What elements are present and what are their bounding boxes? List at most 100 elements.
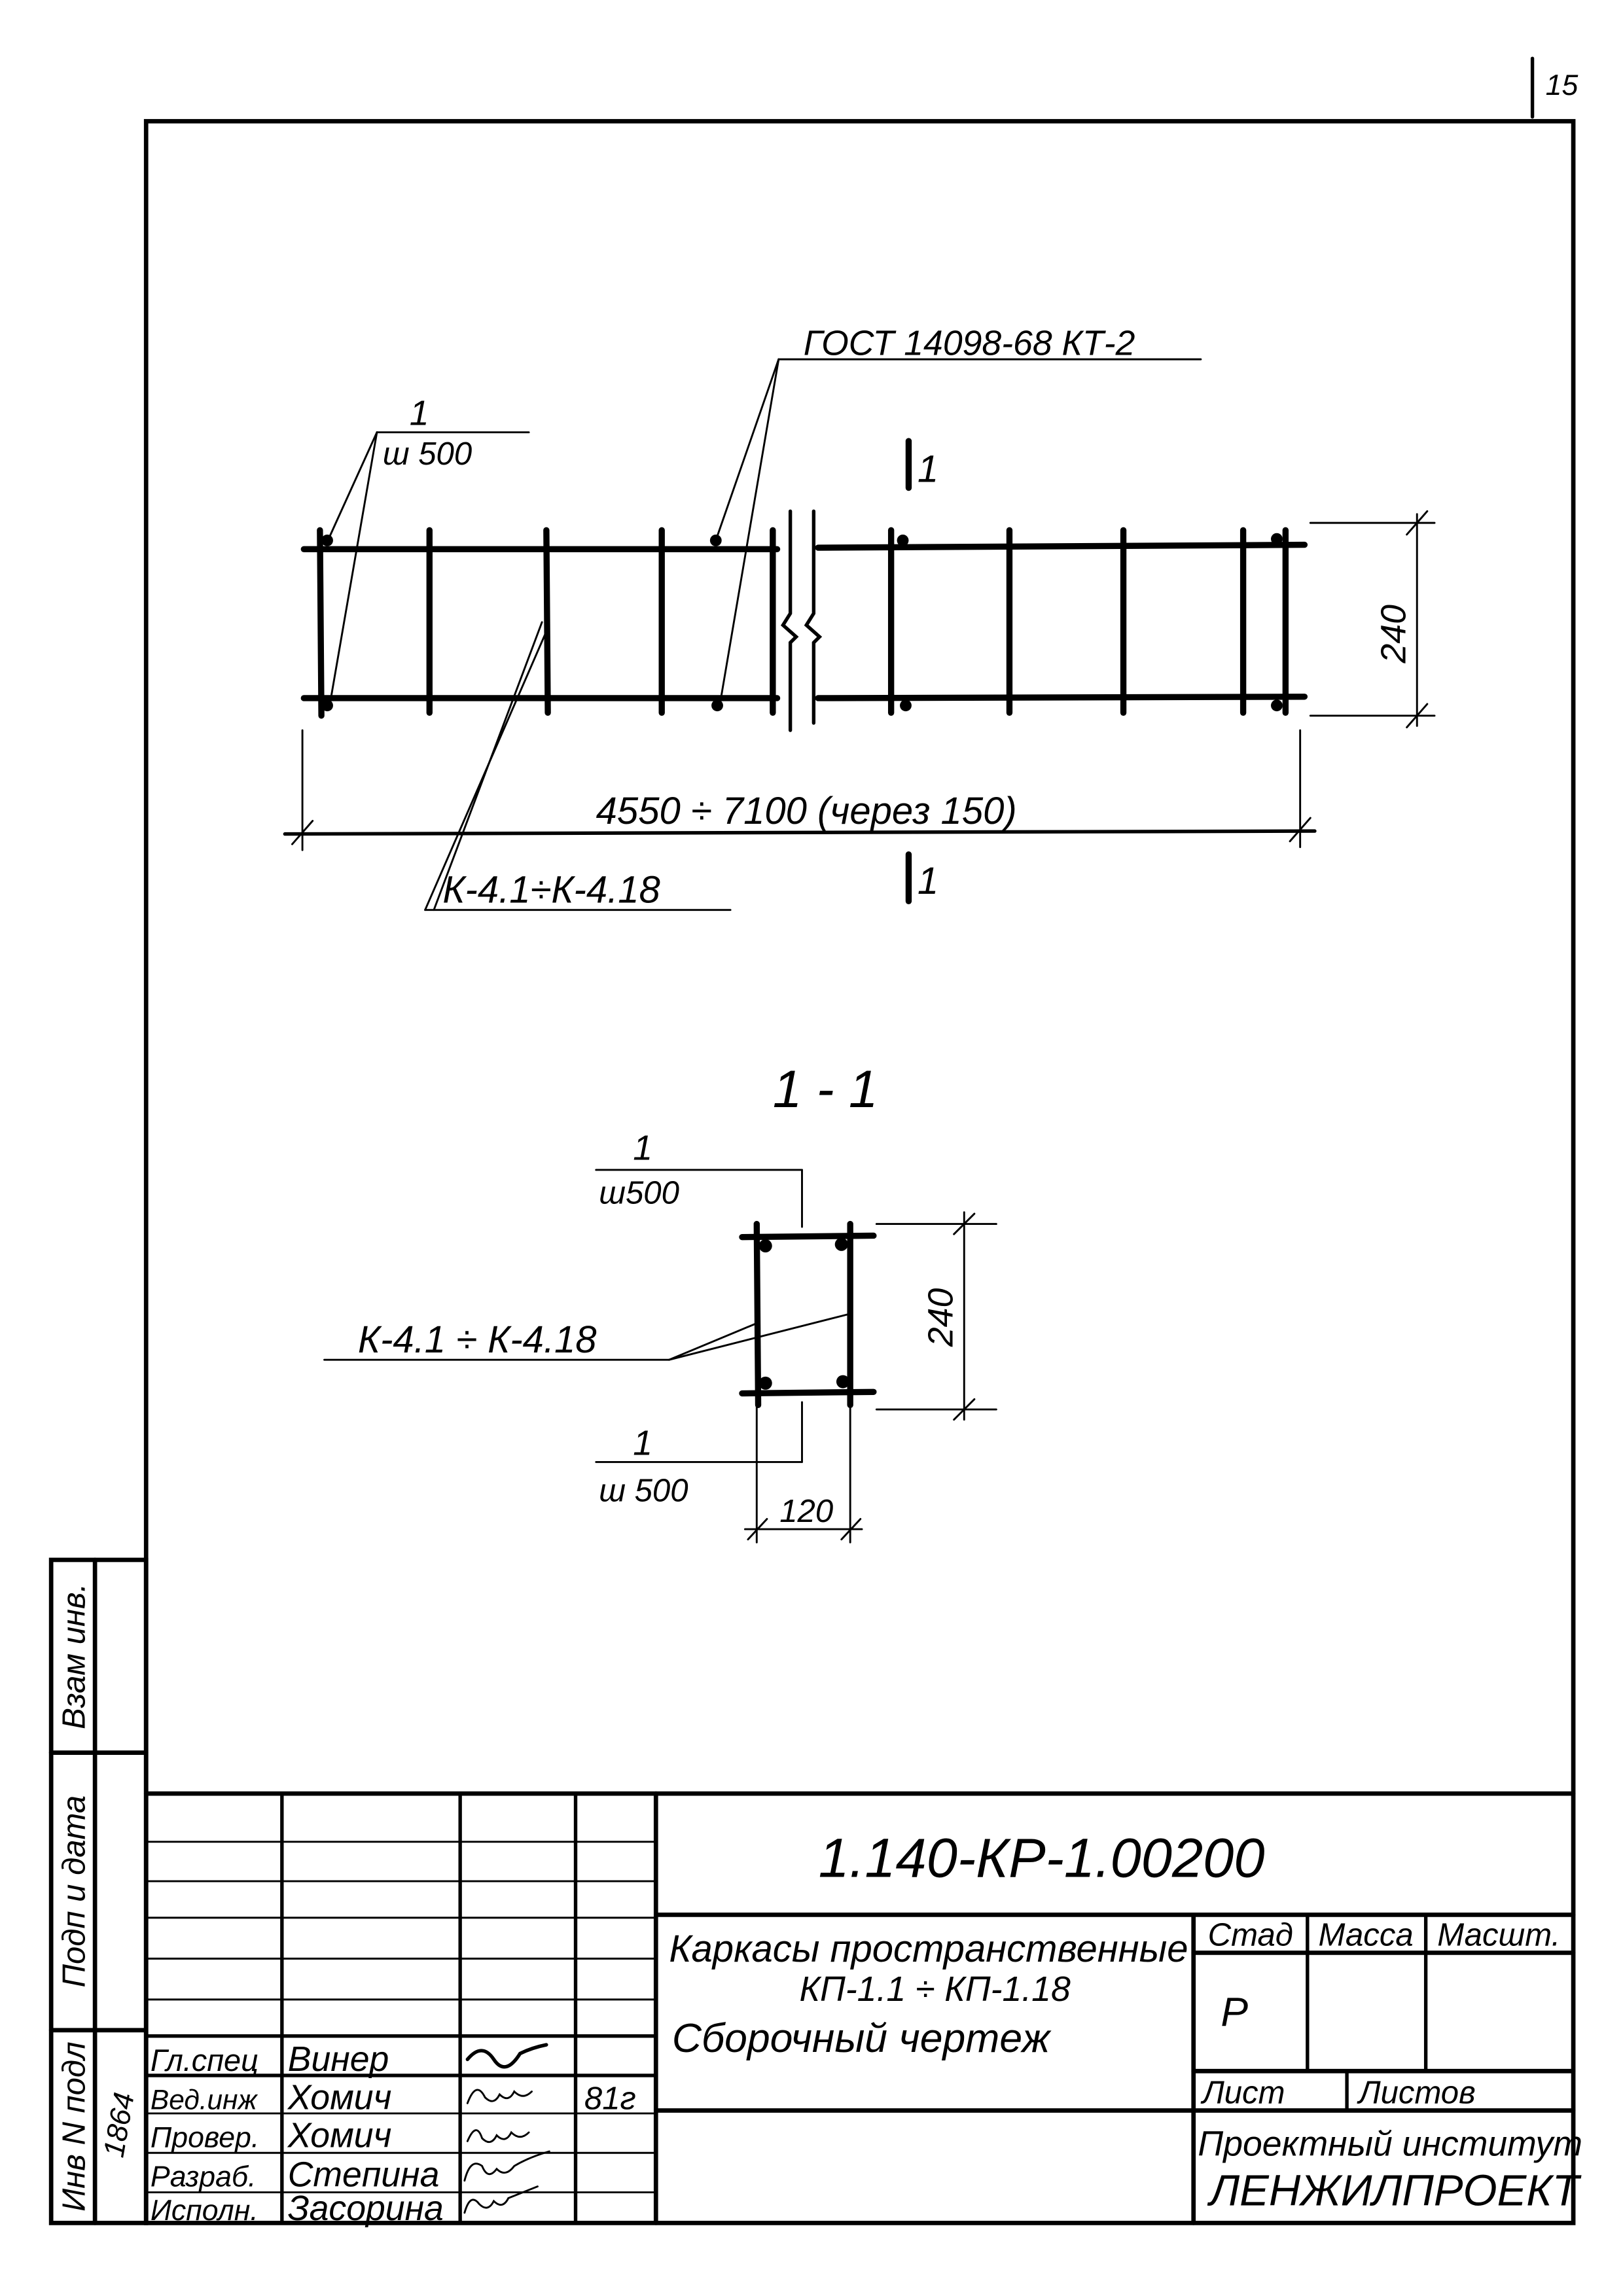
- weld-note: ГОСТ 14098-68 КТ-2: [804, 324, 1135, 362]
- signature: [466, 2129, 530, 2144]
- page-number: 15: [1546, 69, 1578, 101]
- signature: [463, 2150, 550, 2182]
- staff-row: Провер. Хомич: [151, 2116, 530, 2155]
- section-title: 1 - 1: [773, 1060, 878, 1119]
- title-block: Гл.спец Винер Вед.инж Хомич 81г Провер. …: [143, 1791, 1582, 2228]
- signature: [466, 2089, 533, 2104]
- staff-role: Гл.спец: [151, 2043, 259, 2077]
- section-frames-label: К-4.1 ÷ К-4.18: [358, 1318, 597, 1361]
- section-bar-spec-bottom: ш 500: [599, 1474, 688, 1509]
- dimension-tick: [1406, 703, 1429, 729]
- staff-name: Засорина: [288, 2189, 444, 2228]
- dimension-line: [283, 829, 1317, 836]
- side-stamp: Взам инв. Подп и дата Инв N подл 1864: [48, 1557, 149, 2225]
- organization-line1: Проектный институт: [1198, 2125, 1582, 2164]
- signature: [463, 2185, 539, 2214]
- section-mark-top: 1: [918, 448, 938, 491]
- bar-dot: [758, 1376, 772, 1390]
- dimension-tick: [1289, 817, 1311, 843]
- organization-line2: ЛЕНЖИЛПРОЕКТ: [1207, 2166, 1581, 2216]
- leader-line: [329, 431, 378, 704]
- original-inv-label: Инв N подл: [56, 2041, 92, 2212]
- section-bar-mark-top: 1: [633, 1129, 652, 1167]
- document-designation: 1.140-КР-1.00200: [819, 1826, 1265, 1888]
- leader-line: [668, 1322, 758, 1361]
- weld-points: [321, 533, 1283, 712]
- section-bars: [758, 1237, 850, 1390]
- section-bar-spec-top: ш500: [599, 1175, 679, 1210]
- stage-value: Р: [1221, 1989, 1248, 2035]
- replacement-inv-label: Взам инв.: [56, 1583, 92, 1729]
- bottom-longitudinal-bar-right: [815, 694, 1308, 701]
- dimension-tick: [953, 1398, 976, 1421]
- section-height-dimension: 240: [921, 1288, 960, 1348]
- bar-dot: [834, 1237, 848, 1251]
- leader-line: [433, 621, 543, 911]
- bar-mark-top: 1: [410, 395, 429, 433]
- section-mark-bottom: 1: [918, 860, 938, 902]
- leader-line: [668, 1313, 849, 1361]
- transverse-bar: [317, 527, 325, 719]
- break-line: [804, 509, 823, 725]
- section-bar-mark-bottom: 1: [633, 1424, 652, 1462]
- drawing-name-line2: КП-1.1 ÷ КП-1.18: [799, 1970, 1071, 2009]
- weld-point: [321, 699, 333, 712]
- section-width-dimension: 120: [779, 1494, 833, 1529]
- page-number-area: 15: [1530, 56, 1578, 119]
- staff-name: Хомич: [287, 2078, 392, 2117]
- weld-point: [900, 699, 912, 712]
- dimension-tick: [747, 1518, 768, 1541]
- transverse-bars: [317, 527, 1289, 719]
- main-view: 240 4550 ÷ 7100 (через 150) ГОСТ 14098-6…: [283, 324, 1436, 911]
- staff-row: Исполн. Засорина: [151, 2185, 539, 2228]
- height-dimension-text: 240: [1374, 605, 1413, 664]
- weld-point: [1271, 533, 1283, 545]
- staff-name: Хомич: [287, 2116, 392, 2155]
- staff-role: Вед.инж: [151, 2084, 259, 2115]
- original-inv-value: 1864: [98, 2090, 140, 2159]
- drawing-name-line1: Каркасы пространственные: [669, 1928, 1188, 1970]
- bar-dot: [758, 1239, 772, 1253]
- staff-name: Винер: [288, 2040, 389, 2079]
- weld-point: [711, 699, 723, 712]
- leader-line: [715, 358, 780, 542]
- length-dimension-text: 4550 ÷ 7100 (через 150): [596, 790, 1017, 832]
- leader-line: [719, 358, 780, 704]
- weld-point: [897, 534, 909, 546]
- stage-header: Стад: [1208, 1917, 1293, 1952]
- dimension-tick: [1406, 510, 1429, 536]
- left-stirrup: [753, 1220, 762, 1409]
- weld-point: [1271, 699, 1283, 712]
- staff-role: Провер.: [151, 2121, 259, 2153]
- sheet-label: Лист: [1200, 2075, 1285, 2110]
- mass-header: Масса: [1319, 1917, 1414, 1952]
- staff-row: Разраб. Степина: [151, 2150, 550, 2195]
- dimension-tick: [953, 1212, 976, 1235]
- leader-line: [326, 431, 378, 543]
- transverse-bar: [543, 527, 551, 716]
- scale-header: Масшт.: [1437, 1917, 1560, 1952]
- dimension-tick: [840, 1518, 862, 1541]
- frames-label: К-4.1÷К-4.18: [442, 868, 660, 911]
- dimension-tick: [291, 820, 314, 845]
- staff-row: Вед.инж Хомич 81г: [151, 2078, 636, 2117]
- staff-date: 81г: [584, 2081, 636, 2116]
- staff-role: Исполн.: [151, 2195, 259, 2227]
- drawing-name-line3: Сборочный чертеж: [672, 2015, 1052, 2061]
- signature-date-label: Подп и дата: [56, 1795, 92, 1988]
- section-view: 1 - 1 240 120 1 ш500 1 ш 500: [323, 1060, 997, 1544]
- staff-name: Степина: [288, 2156, 440, 2195]
- top-bar: [739, 1232, 877, 1241]
- staff-row: Гл.спец Винер: [151, 2040, 548, 2079]
- side-stamp-border: [48, 1557, 149, 2225]
- bottom-bar: [739, 1388, 877, 1397]
- left-grid-rows: [144, 1841, 658, 2193]
- break-line: [781, 509, 799, 732]
- signature: [465, 2043, 548, 2069]
- staff-role: Разраб.: [151, 2161, 256, 2193]
- sheet-frame: [143, 118, 1576, 2225]
- top-longitudinal-bar-right: [815, 541, 1308, 551]
- bar-spec-top: ш 500: [383, 436, 472, 472]
- sheets-label: Листов: [1357, 2075, 1476, 2110]
